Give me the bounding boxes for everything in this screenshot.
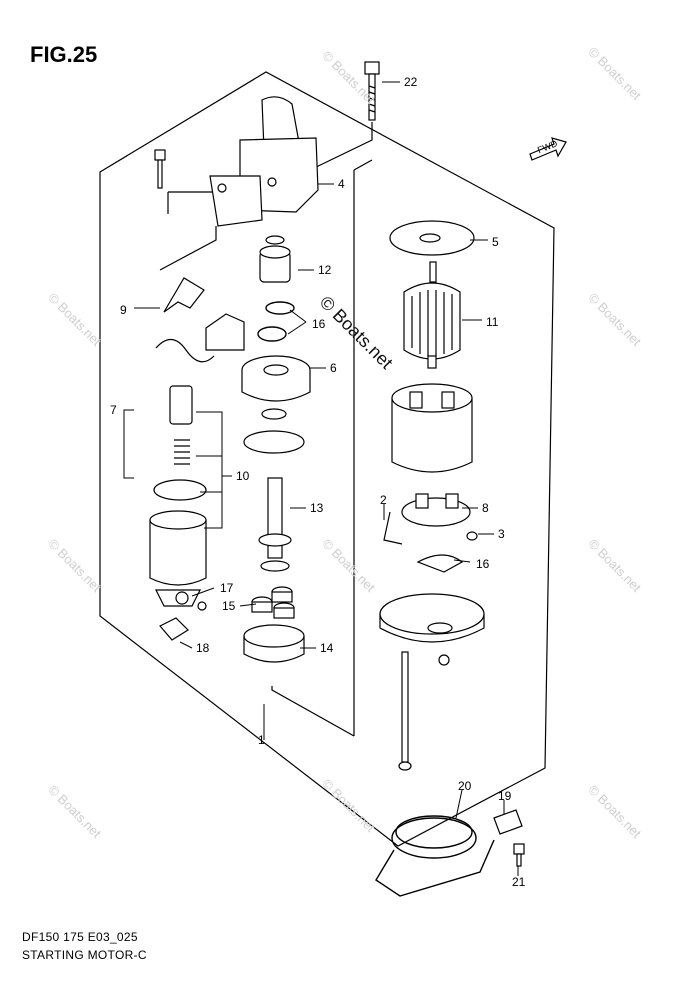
washer-16b (416, 554, 464, 573)
figure-code: DF150 175 E03_025 (22, 930, 138, 944)
callout-10: 10 (236, 469, 250, 483)
solenoid-cover-4 (209, 96, 319, 227)
callout-1: 1 (258, 733, 265, 747)
callout-19: 19 (498, 789, 512, 803)
callout-7: 7 (110, 403, 117, 417)
figure-title: FIG.25 (30, 42, 98, 67)
lever-9 (163, 277, 205, 313)
callout-22: 22 (404, 75, 418, 89)
assembly-boundary (99, 71, 555, 847)
callout-5: 5 (492, 235, 499, 249)
armature-11 (403, 261, 461, 369)
callout-12: 12 (318, 263, 332, 277)
gasket (243, 408, 305, 454)
gear-housing-6 (241, 355, 311, 402)
callout-11: 11 (486, 315, 499, 329)
callout-17: 17 (220, 581, 234, 595)
callout-14: 14 (320, 641, 334, 655)
callout-6: 6 (330, 361, 337, 375)
callout-20: 20 (458, 779, 472, 793)
callout-18: 18 (196, 641, 210, 655)
fwd-arrow-icon (529, 137, 567, 161)
callout-13: 13 (310, 501, 324, 515)
terminal-19 (493, 809, 523, 835)
bolt-21 (513, 843, 525, 867)
end-cap (379, 593, 485, 643)
yoke (391, 383, 473, 473)
plunger-parts (153, 313, 245, 501)
bracket-20 (375, 815, 495, 897)
callout-9: 9 (120, 303, 127, 317)
callout-2: 2 (380, 493, 387, 507)
callout-4: 4 (338, 177, 345, 191)
snap-ring-16a (257, 301, 295, 342)
callout-15: 15 (222, 599, 236, 613)
brush-holder-8 (383, 493, 478, 545)
callout-21: 21 (512, 875, 526, 889)
bolt-small (154, 149, 166, 189)
plate-5 (389, 220, 475, 256)
figure-name: STARTING MOTOR-C (22, 948, 147, 962)
motor-body (149, 510, 207, 607)
clip-18 (159, 617, 189, 641)
callout-16-lower: 16 (476, 557, 490, 571)
leader-lines (123, 81, 519, 876)
planetary-gears-15 (175, 586, 295, 619)
callout-8: 8 (482, 501, 489, 515)
bolt-22 (364, 61, 380, 121)
internal-gear-14 (243, 624, 305, 663)
pinion-12 (259, 235, 291, 283)
callout-3: 3 (498, 527, 505, 541)
callout-16-upper: 16 (312, 317, 326, 331)
shaft-13 (258, 477, 292, 572)
through-bolt (398, 651, 450, 771)
